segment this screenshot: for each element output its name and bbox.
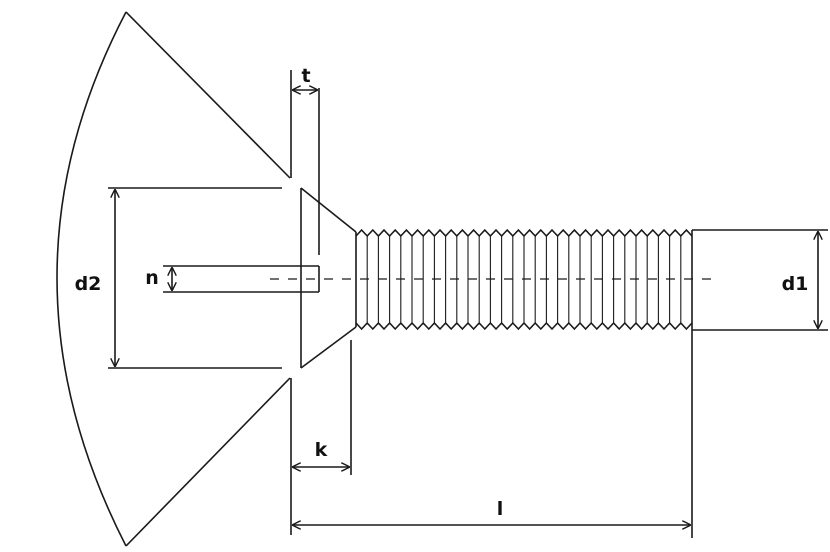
threaded-shank <box>355 228 693 331</box>
d1-dimension: d1 <box>692 229 828 331</box>
n-dimension: n <box>145 265 180 293</box>
d2-dimension: d2 <box>75 187 282 369</box>
d1-label: d1 <box>782 273 809 295</box>
d2-label: d2 <box>75 273 102 295</box>
head-cone-top <box>300 187 357 233</box>
k-dimension: k <box>293 439 349 467</box>
thread-crests-top <box>355 228 693 238</box>
countersink-angle-arc <box>56 11 127 547</box>
t-label: t <box>301 65 310 87</box>
t-dimension: t <box>293 65 317 90</box>
l-label: l <box>497 498 504 520</box>
countersink-angle-ray-top <box>125 11 291 179</box>
slot <box>180 265 320 293</box>
thread-profile-bottom <box>355 321 693 331</box>
n-label: n <box>145 267 159 289</box>
screw-head <box>290 70 357 535</box>
k-label: k <box>315 439 328 461</box>
l-dimension: l <box>293 330 693 538</box>
head-cone-bottom <box>300 326 357 369</box>
countersink-angle-ray-bottom <box>125 377 291 547</box>
thread-crests-bottom <box>355 321 693 331</box>
thread-profile-top <box>355 228 693 238</box>
countersink-angle <box>56 11 291 547</box>
